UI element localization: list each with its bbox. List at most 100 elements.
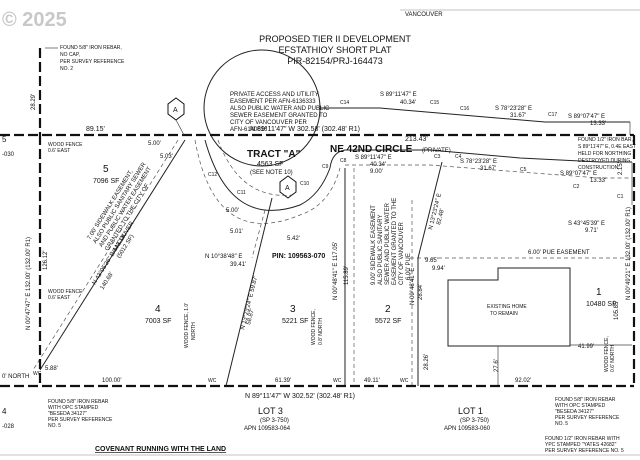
svg-text:NO. 2: NO. 2 (60, 66, 73, 72)
svg-text:EASEMENT GRANTED TO THE: EASEMENT GRANTED TO THE (392, 198, 398, 285)
svg-text:5.42': 5.42' (287, 236, 300, 242)
lot-1-area: 10480 SF (586, 301, 616, 308)
svg-text:TO REMAIN: TO REMAIN (490, 311, 518, 317)
svg-text:C12: C12 (208, 172, 217, 178)
svg-text:0.6' EAST: 0.6' EAST (48, 148, 70, 154)
svg-text:ALSO PUBLIC SANITARY: ALSO PUBLIC SANITARY (378, 215, 384, 285)
svg-text:S 89°07'47" E: S 89°07'47" E (560, 171, 597, 177)
svg-text:EXISTING HOME: EXISTING HOME (487, 304, 527, 310)
svg-text:WOOD FENCE: WOOD FENCE (48, 142, 83, 148)
svg-text:27.6': 27.6' (494, 359, 500, 372)
svg-text:C9: C9 (322, 164, 329, 170)
svg-text:92.02': 92.02' (515, 378, 531, 384)
svg-text:C2: C2 (573, 184, 580, 190)
adjacent-lot1-apn: APN 109583-060 (444, 426, 491, 432)
svg-text:S 89°11'47" E, 0.4E EAST: S 89°11'47" E, 0.4E EAST (578, 144, 636, 150)
svg-text:C16: C16 (460, 106, 469, 112)
svg-text:N 00°47'47" E 132.00' (132.00: N 00°47'47" E 132.00' (132.00' R1) (26, 237, 32, 330)
svg-text:FOUND 1/2" IRON BAR,: FOUND 1/2" IRON BAR, (578, 137, 633, 143)
svg-text:SEWER AND PUBLIC WATER: SEWER AND PUBLIC WATER (385, 202, 391, 285)
svg-text:ALSO PUBLIC WATER AND PUBLIC: ALSO PUBLIC WATER AND PUBLIC (230, 106, 330, 112)
svg-text:5.88': 5.88' (45, 366, 58, 372)
north-boundary-label: N 89°11'47" W 302.58' (302.48' R1) (250, 125, 360, 133)
svg-text:-028: -028 (2, 424, 15, 430)
svg-text:C4: C4 (455, 154, 462, 160)
svg-text:WITH OPC STAMPED: WITH OPC STAMPED (48, 405, 99, 411)
existing-home (447, 267, 571, 347)
lot-4-number: 4 (155, 304, 161, 315)
svg-text:HELD FOR NORTHING: HELD FOR NORTHING (578, 151, 631, 157)
svg-text:S 78°23'28" E: S 78°23'28" E (460, 159, 497, 165)
svg-text:A: A (173, 107, 178, 114)
svg-text:N 00°49'21" E 132.00' (132.00: N 00°49'21" E 132.00' (132.00' R1) (626, 207, 632, 300)
tract-name: TRACT "A" (247, 149, 301, 160)
svg-text:5.00': 5.00' (226, 208, 239, 214)
svg-text:FOUND 5/8" IRON REBAR: FOUND 5/8" IRON REBAR (555, 397, 616, 403)
svg-text:N 00°48'41" E: N 00°48'41" E (410, 268, 416, 305)
svg-text:5.01': 5.01' (230, 229, 243, 235)
svg-text:PRIVATE ACCESS AND UTILITY: PRIVATE ACCESS AND UTILITY (230, 92, 319, 98)
svg-text:5.00': 5.00' (148, 141, 161, 147)
svg-text:FOUND 1/2" IRON REBAR WITH: FOUND 1/2" IRON REBAR WITH (545, 436, 620, 442)
tract-note: (SEE NOTE 10) (250, 170, 293, 176)
svg-text:82.48': 82.48' (436, 208, 446, 225)
covenant-label: COVENANT RUNNING WITH THE LAND (95, 446, 226, 453)
lot-5-area: 7096 SF (93, 178, 119, 185)
marker-a-2: A (279, 175, 297, 199)
svg-text:S 89°11'47" E: S 89°11'47" E (380, 92, 417, 98)
wood-fence-note-5: WOOD FENCE, 0.6' NORTH (604, 336, 616, 372)
svg-text:S 78°23'28" E: S 78°23'28" E (495, 106, 532, 112)
adjacent-lot1-name: LOT 1 (458, 406, 483, 416)
rebar-br2-note: FOUND 1/2" IRON REBAR WITH YPC STAMPED "… (545, 436, 624, 454)
svg-text:0.6' EAST: 0.6' EAST (48, 295, 70, 301)
svg-text:C10: C10 (300, 181, 309, 187)
svg-text:28.26': 28.26' (424, 354, 430, 370)
svg-text:40.34': 40.34' (400, 100, 416, 106)
svg-text:N 10°38'48" E: N 10°38'48" E (205, 254, 242, 260)
street-type: (PRIVATE) (422, 148, 451, 154)
svg-text:WOOD FENCE,: WOOD FENCE, (604, 336, 610, 372)
svg-text:WC: WC (33, 371, 42, 377)
svg-text:9.65': 9.65' (425, 258, 438, 264)
svg-text:126.12': 126.12' (43, 251, 49, 271)
sidewalk-easement-note: 7.00' SIDEWALK EASEMENT, ALSO PUBLIC SAN… (87, 161, 154, 259)
svg-text:-030: -030 (2, 152, 15, 158)
svg-text:WITH OPC STAMPED: WITH OPC STAMPED (555, 403, 606, 409)
svg-text:SEWER EASEMENT GRANTED TO: SEWER EASEMENT GRANTED TO (230, 113, 328, 119)
wood-fence-note-1: WOOD FENCE 0.6' EAST (48, 142, 83, 154)
rebar-br1-note: FOUND 5/8" IRON REBAR WITH OPC STAMPED "… (555, 397, 620, 427)
svg-text:S 89°11'47" E: S 89°11'47" E (355, 155, 392, 161)
watermark: © 2025 (2, 9, 67, 31)
svg-text:PER SURVEY REFERENCE: PER SURVEY REFERENCE (48, 417, 113, 423)
svg-text:WOOD FENCE, 1.0': WOOD FENCE, 1.0' (184, 303, 190, 348)
svg-text:FOUND 5/8" IRON REBAR: FOUND 5/8" IRON REBAR (48, 399, 109, 405)
svg-text:0' NORTH: 0' NORTH (2, 374, 29, 380)
svg-text:C5: C5 (520, 167, 527, 173)
svg-text:49.11': 49.11' (364, 378, 380, 384)
svg-text:40.34': 40.34' (370, 162, 386, 168)
wood-fence-note-2: WOOD FENCE 0.6' EAST (48, 289, 83, 301)
svg-text:115.89': 115.89' (344, 266, 350, 285)
svg-text:0.8' NORTH: 0.8' NORTH (318, 318, 324, 345)
street-name: NE 42ND CIRCLE (330, 144, 413, 155)
title-line-3: PIR-82154/PRJ-164473 (287, 56, 383, 66)
adjacent-lot3-name: LOT 3 (258, 406, 283, 416)
svg-text:6.00' PUE: 6.00' PUE (406, 253, 412, 280)
lot-5-number: 5 (103, 164, 109, 175)
rebar-top-note: FOUND 5/8" IRON REBAR, NO CAP, PER SURVE… (60, 45, 125, 72)
svg-text:C15: C15 (430, 100, 439, 106)
svg-text:6.00' PUE EASEMENT: 6.00' PUE EASEMENT (528, 250, 590, 256)
svg-text:NORTH: NORTH (191, 322, 197, 340)
svg-text:4: 4 (2, 407, 7, 416)
svg-text:9.00': 9.00' (370, 169, 383, 175)
svg-text:WOOD FENCE: WOOD FENCE (48, 289, 83, 295)
svg-text:PER SURVEY REFERENCE NO. 5: PER SURVEY REFERENCE NO. 5 (545, 448, 624, 454)
svg-text:A: A (285, 185, 290, 192)
south-boundary-label: N 89°11'47" W 302.52' (302.48' R1) (245, 392, 355, 400)
svg-text:NO CAP,: NO CAP, (60, 52, 80, 58)
svg-text:41.99': 41.99' (578, 344, 594, 350)
svg-text:31.67': 31.67' (510, 113, 526, 119)
svg-text:PER SURVEY REFERENCE: PER SURVEY REFERENCE (555, 415, 620, 421)
access-easement-note: PRIVATE ACCESS AND UTILITY EASEMENT PER … (230, 92, 330, 133)
